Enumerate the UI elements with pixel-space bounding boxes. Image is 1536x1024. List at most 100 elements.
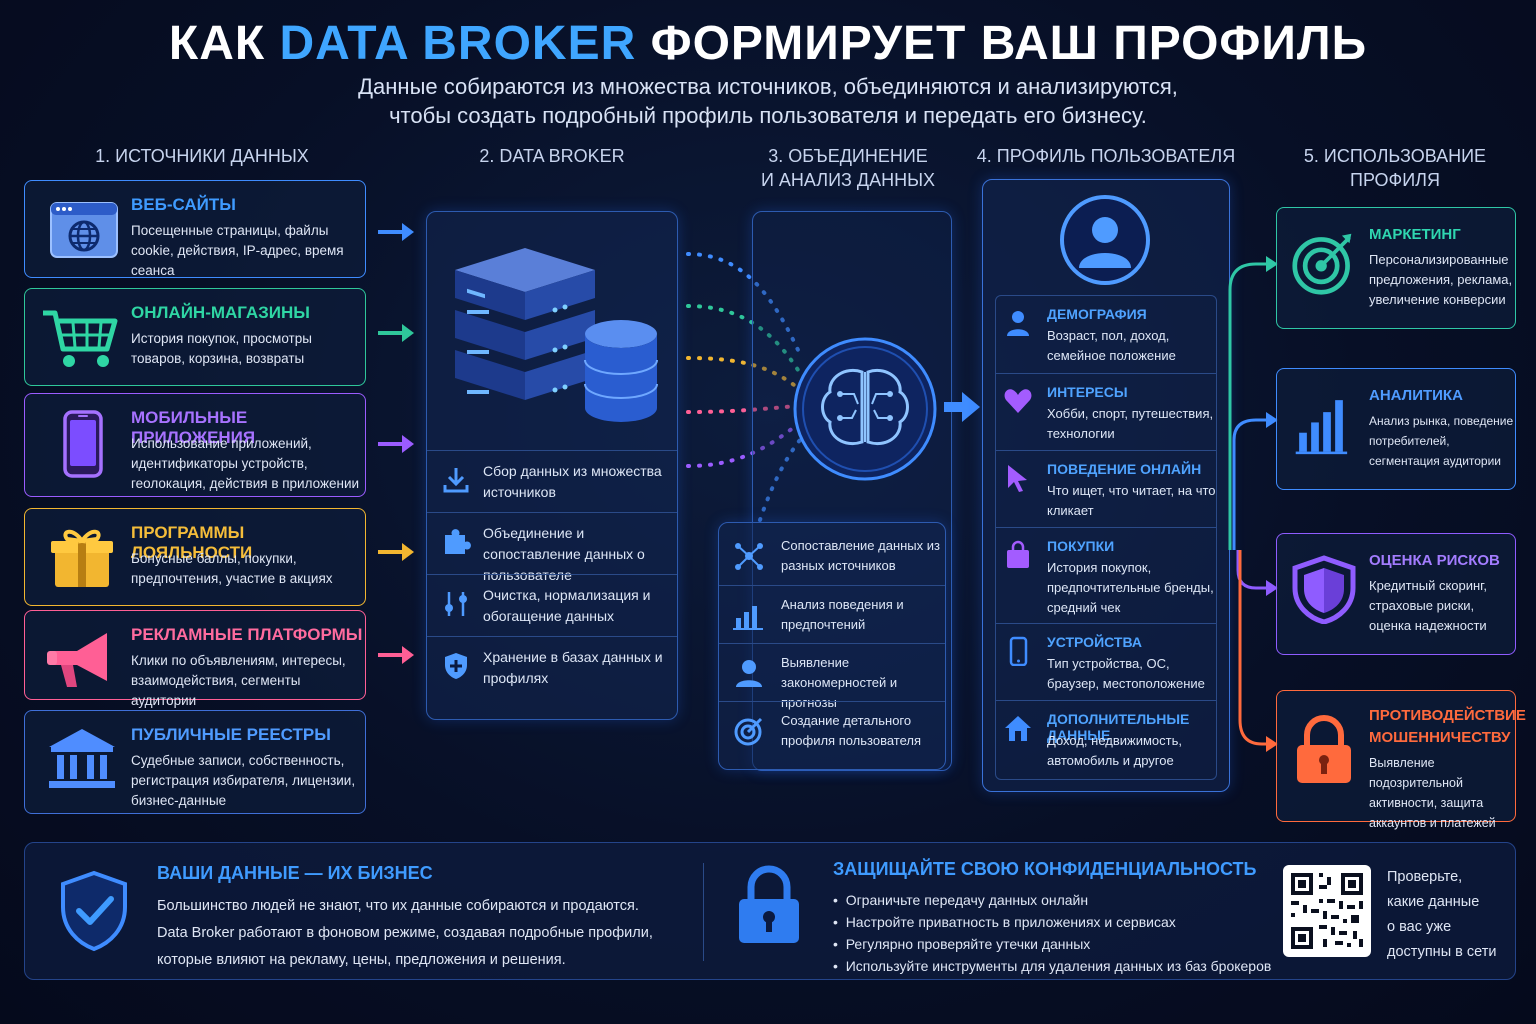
source-description: Бонусные баллы, покупки, предпочтения, у… bbox=[131, 551, 333, 586]
source-card-ad-platforms: РЕКЛАМНЫЕ ПЛАТФОРМЫ Клики по объявлениям… bbox=[24, 610, 366, 708]
usage-description: Кредитный скоринг, страховые риски, оцен… bbox=[1369, 578, 1487, 633]
profile-item-title: ДОПОЛНИТЕЛЬНЫЕ ДАННЫЕ bbox=[1047, 711, 1190, 743]
analysis-step: Анализ поведения и предпочтений bbox=[719, 585, 945, 643]
source-title: МОБИЛЬНЫЕ ПРИЛОЖЕНИЯ bbox=[131, 408, 256, 447]
profile-item: ПОКУПКИ История покупок, предпочтительны… bbox=[995, 527, 1217, 623]
profile-item-title: ДЕМОГРАФИЯ bbox=[1047, 306, 1147, 322]
bank-building-icon bbox=[49, 729, 115, 788]
bottom-left-text: Большинство людей не знают, что их данны… bbox=[157, 893, 697, 974]
broker-step-text: Сбор данных из множества источников bbox=[483, 463, 662, 500]
qr-caption: Проверьте, какие данные о вас уже доступ… bbox=[1387, 865, 1513, 965]
source-card-mobile-apps: МОБИЛЬНЫЕ ПРИЛОЖЕНИЯ Использование прило… bbox=[24, 393, 366, 497]
broker-step-text: Очистка, нормализация и обогащение данны… bbox=[483, 587, 651, 624]
house-icon bbox=[1005, 716, 1031, 741]
broker-step: Хранение в базах данных и профилях bbox=[427, 636, 677, 697]
source-title: ВЕБ-САЙТЫ bbox=[131, 195, 236, 214]
broker-step-text: Хранение в базах данных и профилях bbox=[483, 649, 663, 686]
analysis-step-text: Создание детального профиля пользователя bbox=[781, 713, 922, 748]
profile-item: ПОВЕДЕНИЕ ОНЛАЙН Что ищет, что читает, н… bbox=[995, 450, 1217, 528]
profile-item-description: Что ищет, что читает, на что кликает bbox=[1047, 483, 1216, 518]
privacy-tips-list: • Ограничьте передачу данных онлайн • На… bbox=[833, 889, 1293, 977]
usage-description: Анализ рынка, поведение потребителей, се… bbox=[1369, 414, 1514, 468]
smartphone-icon bbox=[1009, 636, 1028, 666]
sliders-icon bbox=[445, 592, 467, 616]
brain-icon bbox=[793, 337, 937, 481]
privacy-tip: • Используйте инструменты для удаления д… bbox=[833, 958, 1272, 974]
usage-card-risk: ОЦЕНКА РИСКОВ Кредитный скоринг, страхов… bbox=[1276, 533, 1516, 655]
profile-items-box bbox=[995, 295, 1217, 780]
privacy-tip-text: Используйте инструменты для удаления дан… bbox=[845, 958, 1272, 974]
download-icon bbox=[443, 468, 469, 493]
target-icon bbox=[1292, 233, 1352, 295]
column-header-broker: 2. DATA BROKER bbox=[479, 146, 625, 166]
bottom-left-line-3: которые влияют на рекламу, цены, предлож… bbox=[157, 952, 566, 968]
qr-caption-line-3: о вас уже bbox=[1387, 919, 1452, 935]
column-header-analysis-line-2: И АНАЛИЗ ДАННЫХ bbox=[760, 170, 936, 190]
usage-title: ОЦЕНКА РИСКОВ bbox=[1369, 552, 1500, 569]
shield-check-icon bbox=[61, 870, 127, 952]
qr-caption-line-1: Проверьте, bbox=[1387, 869, 1463, 885]
network-nodes-icon bbox=[735, 543, 763, 570]
source-title: РЕКЛАМНЫЕ ПЛАТФОРМЫ bbox=[131, 625, 363, 644]
profile-item-title: ПОВЕДЕНИЕ ОНЛАЙН bbox=[1047, 461, 1202, 477]
profile-item: УСТРОЙСТВА Тип устройства, ОС, браузер, … bbox=[995, 623, 1217, 701]
profile-item-description: Возраст, пол, доход, семейное положение bbox=[1047, 328, 1176, 363]
source-description: Использование приложений, идентификаторы… bbox=[131, 436, 360, 491]
profile-item-title: УСТРОЙСТВА bbox=[1047, 634, 1142, 650]
column-header-profile: 4. ПРОФИЛЬ ПОЛЬЗОВАТЕЛЯ bbox=[976, 146, 1236, 166]
analysis-step: Выявление закономерностей и прогнозы bbox=[719, 643, 945, 710]
heart-icon bbox=[1004, 389, 1032, 413]
usage-title: ПРОТИВОДЕЙСТВИЕ МОШЕННИЧЕСТВУ bbox=[1369, 707, 1526, 746]
shield-icon bbox=[1292, 555, 1356, 624]
puzzle-icon bbox=[445, 529, 471, 554]
source-description: Судебные записи, собственность, регистра… bbox=[131, 753, 356, 808]
title-prefix: КАК bbox=[168, 17, 266, 70]
bottom-left-title: ВАШИ ДАННЫЕ — ИХ БИЗНЕС bbox=[157, 863, 433, 883]
qr-code[interactable] bbox=[1283, 865, 1371, 957]
qr-caption-line-2: какие данные bbox=[1387, 894, 1480, 910]
source-arrows bbox=[378, 223, 414, 664]
gift-icon bbox=[51, 529, 113, 587]
usage-arrows bbox=[1228, 256, 1278, 752]
source-card-websites: ВЕБ-САЙТЫ Посещенные страницы, файлы coo… bbox=[24, 180, 366, 278]
cursor-icon bbox=[1008, 465, 1027, 492]
source-description: Клики по объявлениям, интересы, взаимоде… bbox=[131, 653, 346, 708]
broker-step: Сбор данных из множества источников bbox=[427, 450, 677, 511]
bottom-banner: ВАШИ ДАННЫЕ — ИХ БИЗНЕС Большинство люде… bbox=[24, 842, 1516, 980]
privacy-tip: • Регулярно проверяйте утечки данных bbox=[833, 936, 1091, 952]
column-header-analysis-line-1: 3. ОБЪЕДИНЕНИЕ bbox=[768, 146, 928, 166]
padlock-icon bbox=[1297, 715, 1351, 783]
shopping-cart-icon bbox=[43, 310, 118, 367]
broker-step: Объединение и сопоставление данных о пол… bbox=[427, 512, 677, 583]
usage-card-analytics: АНАЛИТИКА Анализ рынка, поведение потреб… bbox=[1276, 368, 1516, 490]
column-header-sources: 1. ИСТОЧНИКИ ДАННЫХ bbox=[95, 146, 309, 166]
usage-title: АНАЛИТИКА bbox=[1369, 387, 1463, 404]
bottom-left-line-2: Data Broker работают в фоновом режиме, с… bbox=[157, 925, 653, 941]
source-card-public-registries: ПУБЛИЧНЫЕ РЕЕСТРЫ Судебные записи, собст… bbox=[24, 710, 366, 814]
target-icon bbox=[734, 717, 763, 746]
analysis-step-text: Сопоставление данных из разных источнико… bbox=[781, 538, 940, 573]
profile-item-title: ПОКУПКИ bbox=[1047, 538, 1115, 554]
analysis-steps-panel: Сопоставление данных из разных источнико… bbox=[718, 522, 946, 770]
broker-step: Очистка, нормализация и обогащение данны… bbox=[427, 574, 677, 635]
profile-item: ДОПОЛНИТЕЛЬНЫЕ ДАННЫЕ Доход, недвижимост… bbox=[995, 700, 1217, 778]
privacy-tip-text: Регулярно проверяйте утечки данных bbox=[845, 936, 1091, 952]
privacy-tip-text: Ограничьте передачу данных онлайн bbox=[845, 892, 1089, 908]
profile-item-description: Тип устройства, ОС, браузер, местоположе… bbox=[1047, 656, 1205, 691]
profile-item: ИНТЕРЕСЫ Хобби, спорт, путешествия, техн… bbox=[995, 373, 1217, 451]
qr-caption-line-4: доступны в сети bbox=[1387, 944, 1497, 960]
broker-step-text: Объединение и сопоставление данных о пол… bbox=[483, 525, 645, 583]
profile-item-description: Хобби, спорт, путешествия, технологии bbox=[1047, 406, 1214, 441]
page-subtitle: Данные собираются из множества источнико… bbox=[0, 72, 1536, 130]
server-database-icon bbox=[455, 248, 658, 422]
bar-chart-icon bbox=[1295, 400, 1348, 455]
profile-item-description: Доход, недвижимость, автомобиль и другое bbox=[1047, 733, 1182, 768]
analysis-step: Сопоставление данных из разных источнико… bbox=[719, 527, 945, 585]
browser-globe-icon bbox=[50, 202, 118, 258]
subtitle-line-2: чтобы создать подробный профиль пользова… bbox=[389, 103, 1147, 128]
user-avatar-icon bbox=[1060, 195, 1150, 285]
source-title: ОНЛАЙН-МАГАЗИНЫ bbox=[131, 303, 310, 322]
shopping-bag-icon bbox=[1007, 540, 1029, 568]
usage-title: МАРКЕТИНГ bbox=[1369, 226, 1461, 243]
bottom-left-line-1: Большинство людей не знают, что их данны… bbox=[157, 898, 639, 914]
